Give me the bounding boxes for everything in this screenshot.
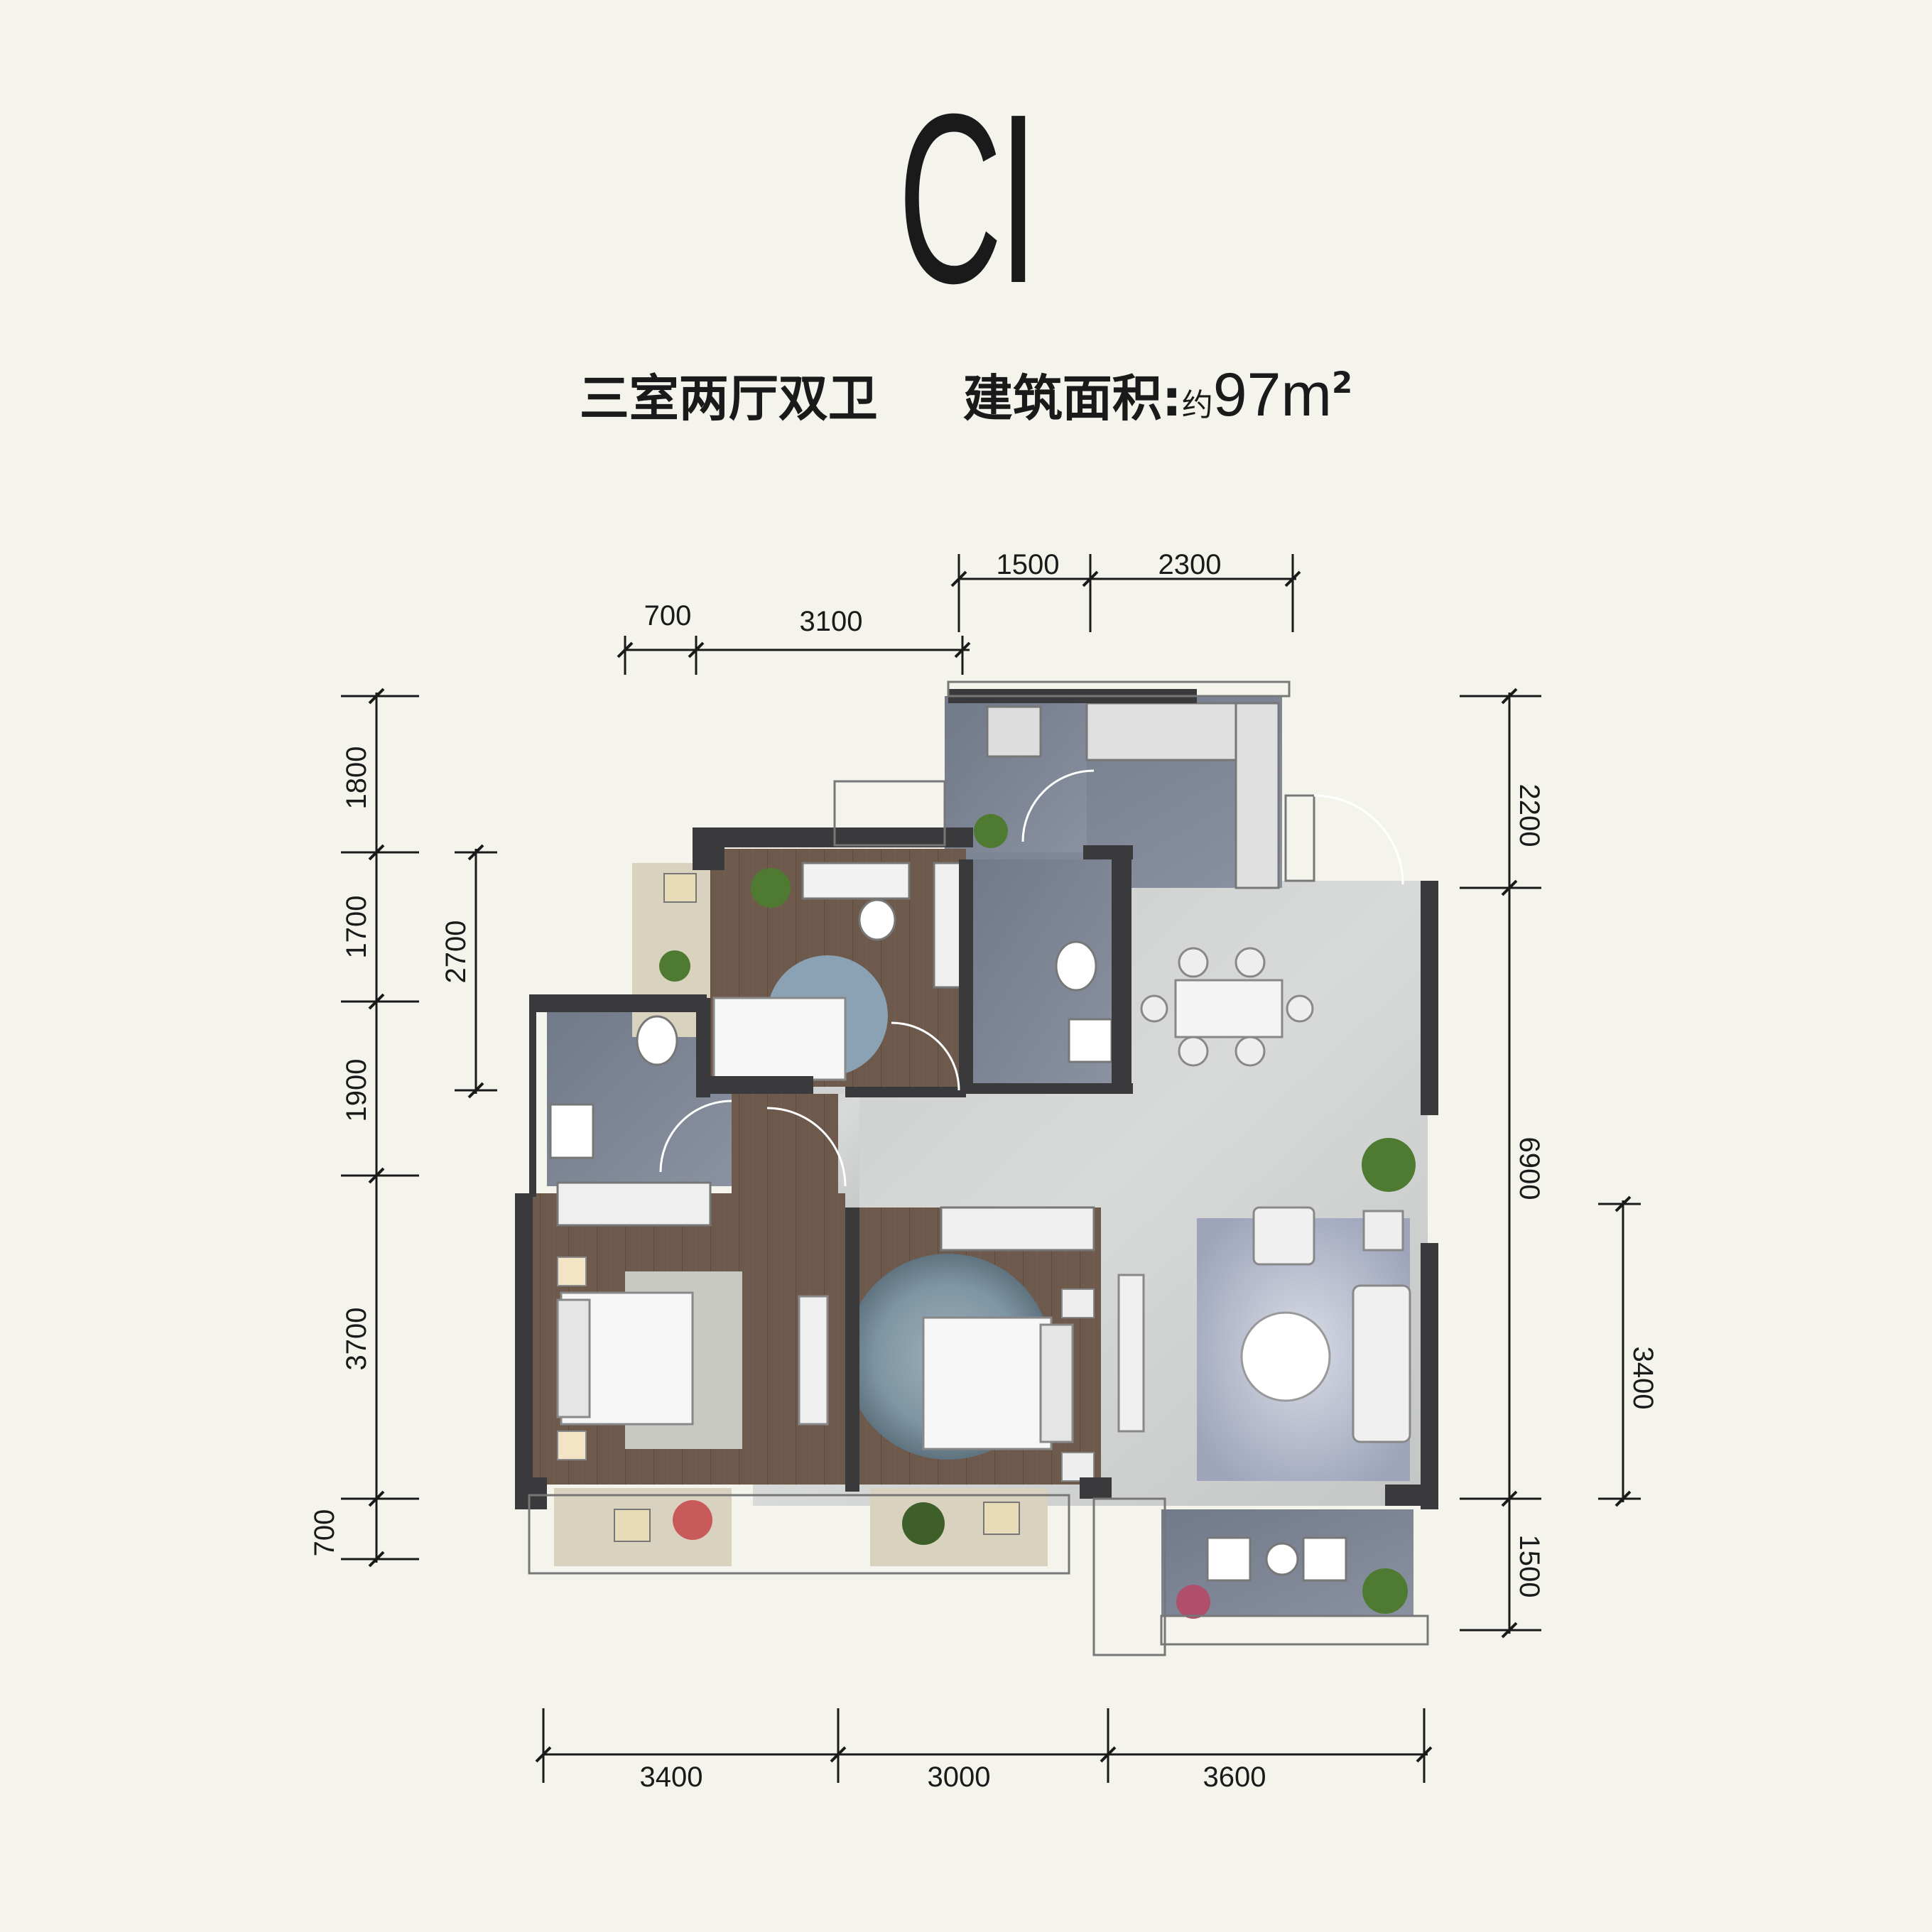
dim-top-upper-1: 1500 (997, 549, 1060, 580)
dining-set (1140, 947, 1314, 1067)
balcony-cushion-1 (663, 873, 697, 903)
plant-north (751, 868, 791, 908)
plant-laundry (974, 814, 1008, 848)
basin-2 (549, 1103, 595, 1159)
plant-balcony-living-l (1176, 1585, 1210, 1619)
balcony-chair-2 (1302, 1536, 1347, 1582)
layout-label: 三室两厅双卫 (579, 369, 878, 428)
balcony-cushion-2 (614, 1509, 651, 1542)
area-prefix: 约 (1181, 387, 1213, 423)
dim-left-inner-1: 2700 (440, 921, 472, 984)
dim-right-2: 6900 (1514, 1137, 1545, 1200)
west-bed (556, 1257, 694, 1460)
dim-bottom-1: 3400 (640, 1762, 703, 1793)
dim-left-5: 700 (309, 1509, 340, 1557)
tv-cabinet (1117, 1274, 1145, 1433)
west-desk (798, 1295, 829, 1426)
dim-left-1: 1800 (341, 747, 372, 810)
toilet-1 (1055, 940, 1097, 992)
dimension-lines (341, 554, 1641, 1783)
wardrobe-west (556, 1181, 712, 1227)
balcony-table (1265, 1542, 1299, 1576)
door-swings (659, 769, 1404, 1187)
dim-bottom-3: 3600 (1203, 1762, 1266, 1793)
walls (515, 689, 1438, 1509)
plant-balcony-north (659, 950, 690, 982)
plan-title: CI (898, 64, 1038, 334)
dim-left-3: 1900 (341, 1059, 372, 1122)
washer (986, 705, 1042, 758)
balcony-south-mid-floor (870, 1488, 1048, 1566)
exterior-lines (528, 680, 1429, 1656)
north-bed (712, 997, 847, 1081)
side-table (1362, 1210, 1404, 1252)
plant-living (1362, 1138, 1416, 1192)
dim-top-upper-2: 2300 (1158, 549, 1222, 580)
dim-right-inner-1: 3400 (1627, 1347, 1659, 1410)
toilet-2 (636, 1015, 678, 1066)
dim-right-1: 2200 (1514, 784, 1545, 847)
toilet-3 (858, 899, 896, 941)
dim-right-3: 1500 (1514, 1535, 1545, 1598)
north-counter (801, 862, 911, 900)
area-unit-sup: 2 (1332, 364, 1353, 400)
dimension-ticks (368, 570, 1632, 1763)
plant-balcony-sw (673, 1500, 712, 1540)
armchair (1252, 1206, 1315, 1266)
dim-top-lower-1: 700 (644, 600, 692, 631)
plan-subtitle: 三室两厅双卫 建筑面积:约97m2 (0, 359, 1932, 430)
basin-1 (1068, 1018, 1113, 1063)
area-value: 97m (1212, 361, 1333, 429)
balcony-chair-1 (1206, 1536, 1252, 1582)
dim-top-lower-2: 3100 (800, 606, 863, 637)
balcony-cushion-3 (983, 1502, 1020, 1535)
sofa (1352, 1284, 1411, 1443)
plant-balcony-living-r (1362, 1568, 1408, 1614)
kitchen-counter-side (1234, 702, 1280, 889)
dim-bottom-2: 3000 (928, 1762, 991, 1793)
dim-left-4: 3700 (341, 1308, 372, 1371)
master-bed (922, 1288, 1095, 1482)
coffee-table (1240, 1311, 1331, 1402)
wardrobe-master (940, 1206, 1095, 1252)
dim-left-2: 1700 (341, 896, 372, 959)
area-label: 建筑面积: (962, 369, 1182, 428)
plant-balcony-mid (902, 1502, 945, 1545)
